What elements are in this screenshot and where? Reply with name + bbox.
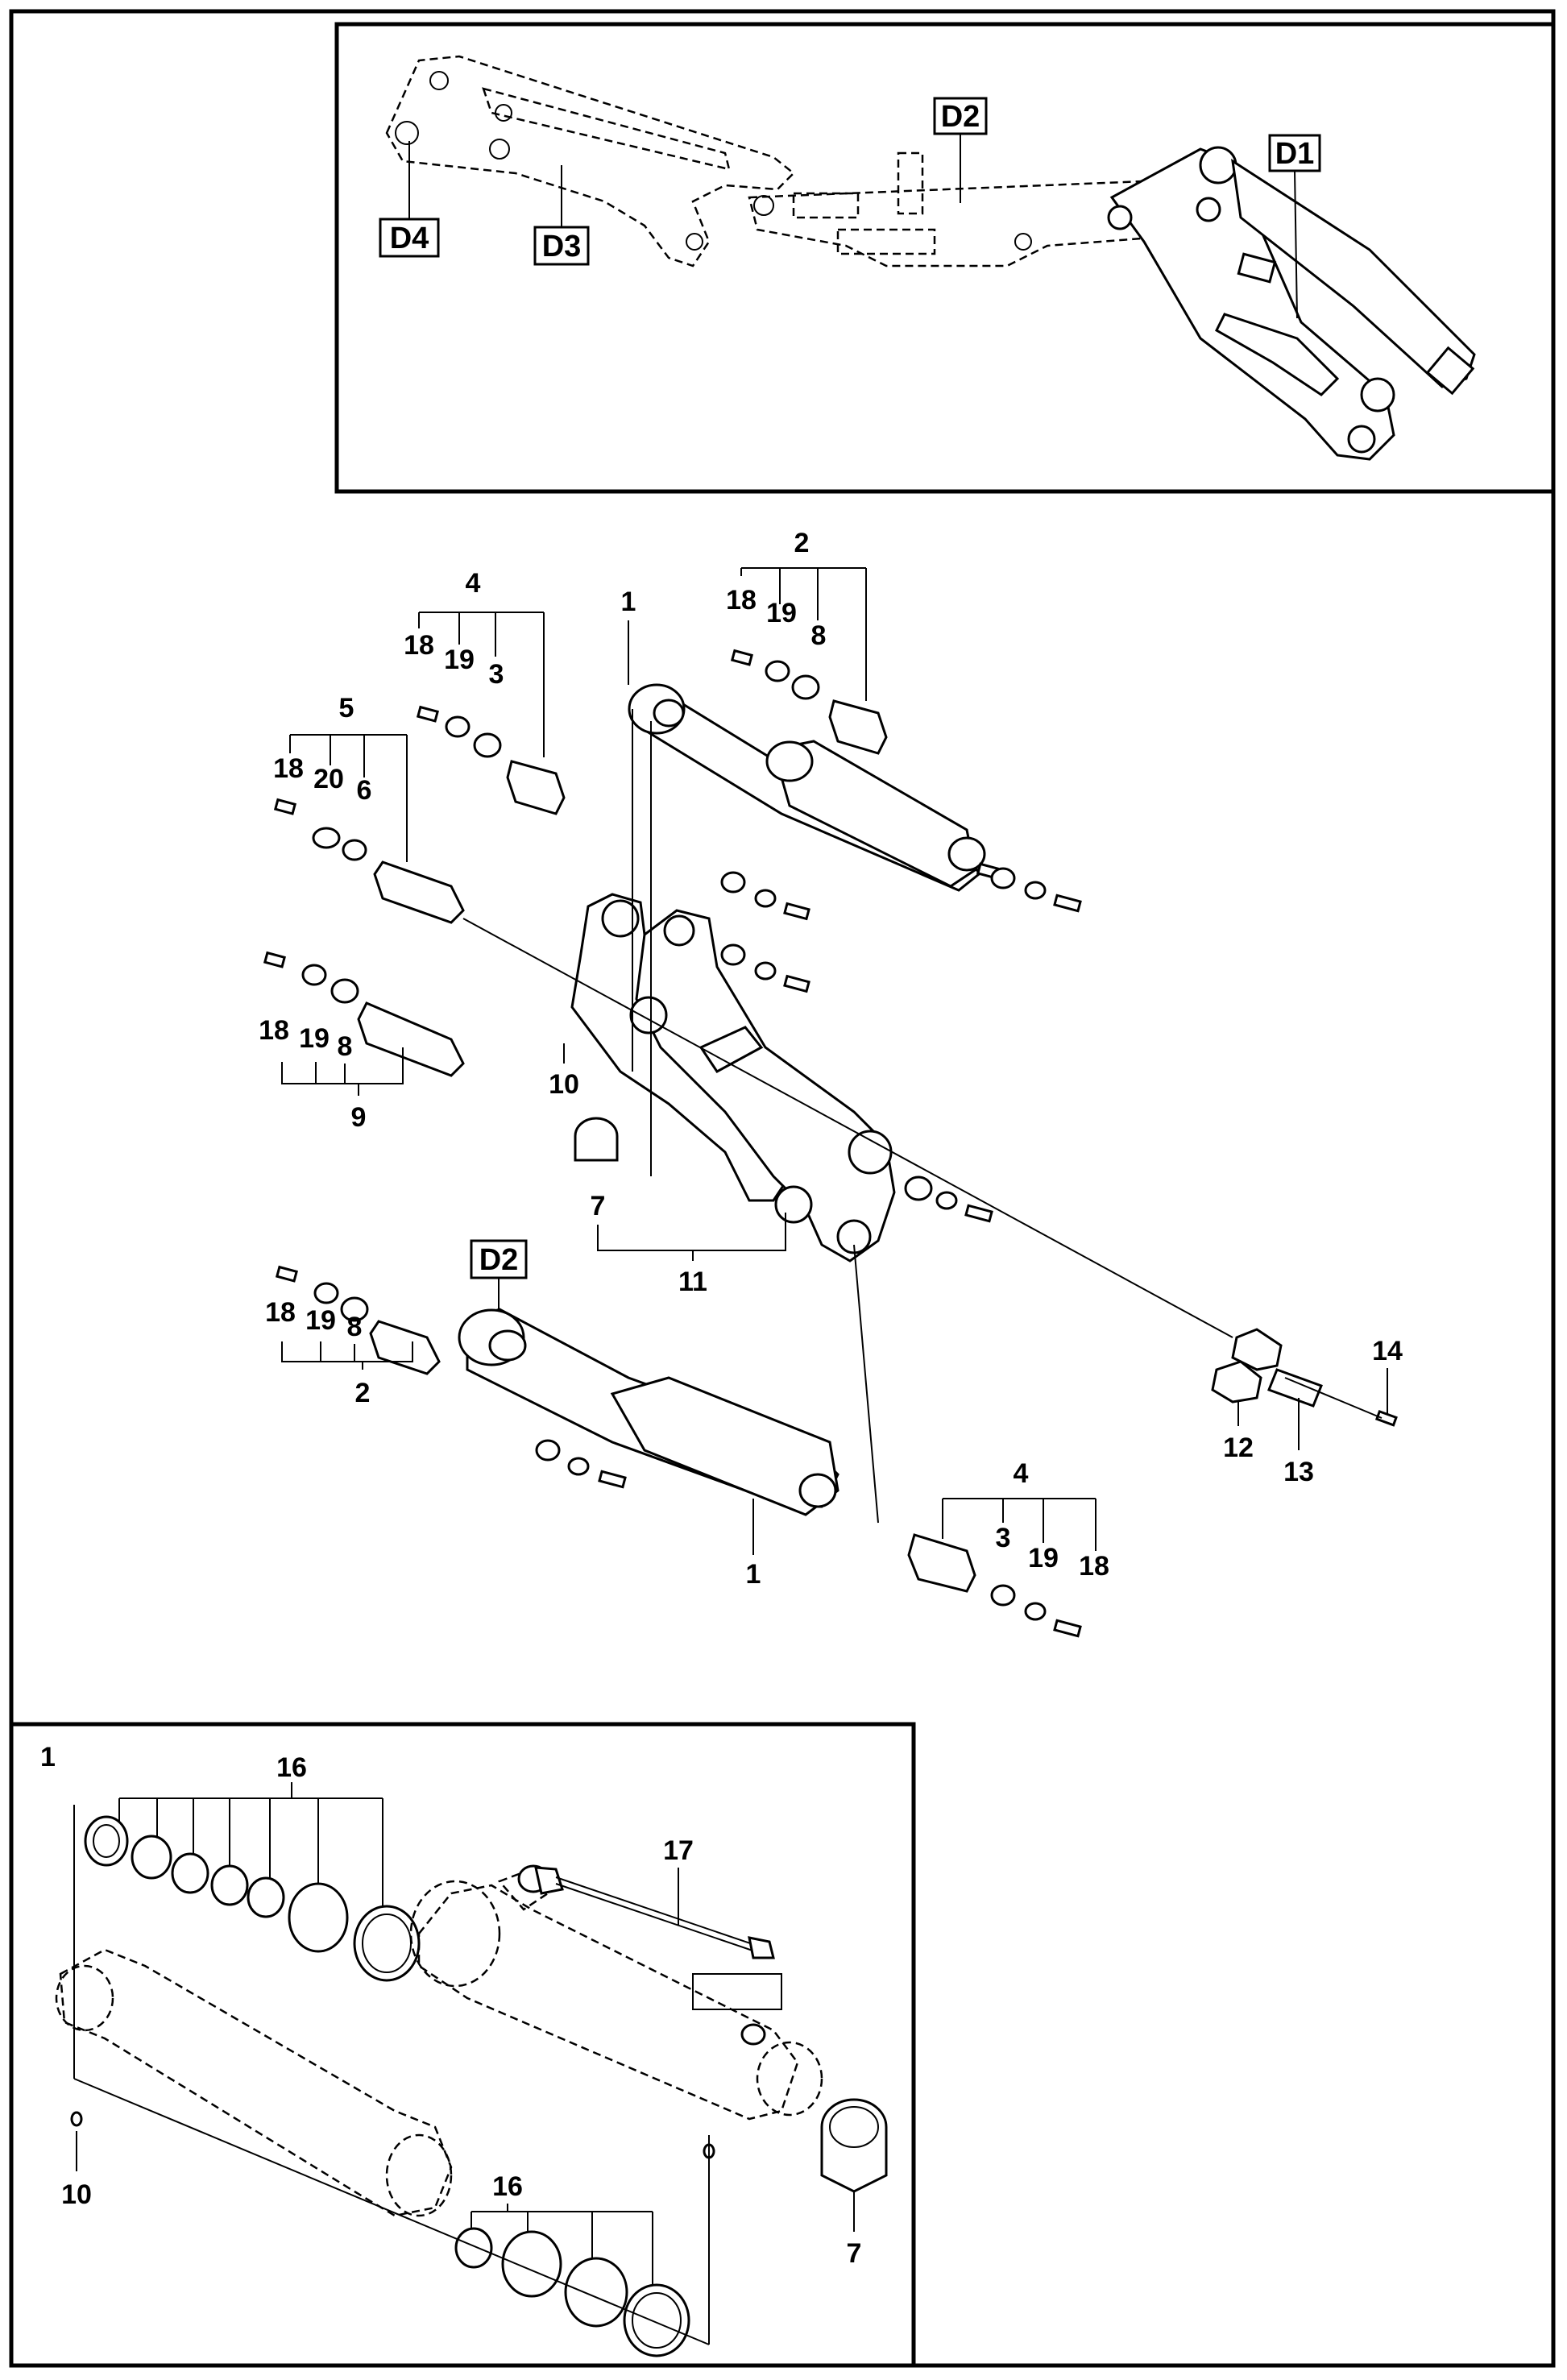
seal-kit-bottom: 16 xyxy=(454,2171,690,2357)
bushing-7-inset: 7 xyxy=(820,2098,888,2269)
fittings-right xyxy=(720,862,1082,1223)
svg-text:14: 14 xyxy=(1372,1336,1403,1366)
svg-text:13: 13 xyxy=(1283,1457,1314,1487)
svg-text:18: 18 xyxy=(265,1297,296,1328)
callout-d2-main: D2 xyxy=(470,1239,528,1309)
svg-text:1: 1 xyxy=(621,587,636,617)
svg-text:12: 12 xyxy=(1223,1433,1254,1463)
svg-text:10: 10 xyxy=(61,2179,92,2210)
sensor-assembly xyxy=(1211,1328,1398,1427)
upper-cylinder xyxy=(628,683,986,892)
svg-text:18: 18 xyxy=(273,753,304,784)
svg-text:6: 6 xyxy=(357,775,372,806)
svg-text:D2: D2 xyxy=(479,1243,519,1277)
pin-set-9 xyxy=(263,951,465,1077)
bracket-plates xyxy=(570,893,896,1263)
hose-17: 17 xyxy=(517,1835,782,2046)
svg-text:2: 2 xyxy=(355,1378,371,1408)
callout-d2: D2 xyxy=(933,97,988,203)
svg-text:9: 9 xyxy=(351,1102,367,1133)
svg-text:4: 4 xyxy=(1014,1458,1029,1489)
callout-2-top: 2 18 19 8 xyxy=(726,528,867,701)
grease-nipple-10: 10 xyxy=(61,2111,715,2210)
callout-d3: D3 xyxy=(533,165,590,266)
bushing-7 xyxy=(574,1117,619,1162)
callout-5: 5 18 20 6 xyxy=(273,693,408,862)
svg-text:D1: D1 xyxy=(1275,137,1315,171)
pin-set-5 xyxy=(273,798,465,924)
svg-text:1: 1 xyxy=(40,1742,56,1773)
piston-rod-sketch xyxy=(55,1948,453,2217)
svg-text:18: 18 xyxy=(259,1015,289,1046)
pin-set-4-bottom xyxy=(907,1533,1082,1638)
svg-text:18: 18 xyxy=(404,630,434,661)
svg-text:20: 20 xyxy=(313,764,344,794)
svg-text:3: 3 xyxy=(996,1523,1011,1553)
svg-text:10: 10 xyxy=(549,1069,579,1100)
svg-text:18: 18 xyxy=(726,585,757,616)
svg-text:11: 11 xyxy=(678,1267,707,1297)
callout-d1: D1 xyxy=(1268,134,1321,319)
seal-kit-top: 16 xyxy=(84,1752,421,1982)
overview-inset: D1 D2 D3 D4 xyxy=(334,22,1556,494)
svg-text:19: 19 xyxy=(444,645,475,675)
lower-cylinder xyxy=(458,1308,839,1516)
main-exploded-view: 1 2 18 19 8 4 18 19 3 5 xyxy=(259,528,1403,1638)
cylinder-barrel-sketch xyxy=(409,1868,823,2121)
callout-10: 10 xyxy=(549,1043,579,1100)
callout-1-top: 1 xyxy=(621,587,636,685)
svg-text:D2: D2 xyxy=(941,100,980,134)
cylinder-detail-inset: 1 16 xyxy=(9,1722,916,2368)
detail-frame xyxy=(9,1722,916,2368)
svg-text:8: 8 xyxy=(347,1312,363,1342)
svg-text:16: 16 xyxy=(276,1752,307,1783)
callout-7-11: 7 11 xyxy=(591,1191,786,1297)
svg-text:17: 17 xyxy=(663,1835,694,1866)
svg-text:19: 19 xyxy=(766,598,797,628)
pin-set-2-bottom xyxy=(275,1265,627,1489)
svg-text:1: 1 xyxy=(746,1559,761,1590)
svg-text:8: 8 xyxy=(811,620,827,651)
svg-text:3: 3 xyxy=(489,659,504,690)
svg-text:18: 18 xyxy=(1079,1551,1109,1582)
callout-12-13-14: 14 12 13 xyxy=(1223,1336,1403,1487)
svg-text:D3: D3 xyxy=(542,230,582,263)
svg-text:7: 7 xyxy=(591,1191,606,1221)
svg-text:19: 19 xyxy=(305,1305,336,1336)
svg-text:2: 2 xyxy=(794,528,810,558)
pin-set-4-top xyxy=(416,705,566,815)
svg-text:5: 5 xyxy=(339,693,354,724)
svg-text:D4: D4 xyxy=(390,222,429,255)
svg-text:19: 19 xyxy=(1028,1543,1059,1574)
callout-d4: D4 xyxy=(379,141,440,258)
callout-4-bottom: 4 3 19 18 xyxy=(942,1458,1109,1582)
leader-lines xyxy=(462,709,1383,1524)
callout-2-bottom: 18 19 8 2 xyxy=(265,1297,413,1408)
overview-frame xyxy=(334,22,1556,494)
svg-text:4: 4 xyxy=(466,568,481,599)
callout-1-bottom: 1 xyxy=(746,1499,761,1590)
callout-4-top: 4 18 19 3 xyxy=(404,568,545,757)
svg-text:19: 19 xyxy=(299,1023,330,1054)
svg-text:8: 8 xyxy=(338,1031,353,1062)
svg-text:16: 16 xyxy=(492,2171,523,2202)
svg-text:7: 7 xyxy=(847,2238,862,2269)
callout-9: 18 19 8 9 xyxy=(259,1015,404,1133)
boom-arm-sketch xyxy=(385,55,1476,461)
pin-set-2-top xyxy=(730,649,888,755)
